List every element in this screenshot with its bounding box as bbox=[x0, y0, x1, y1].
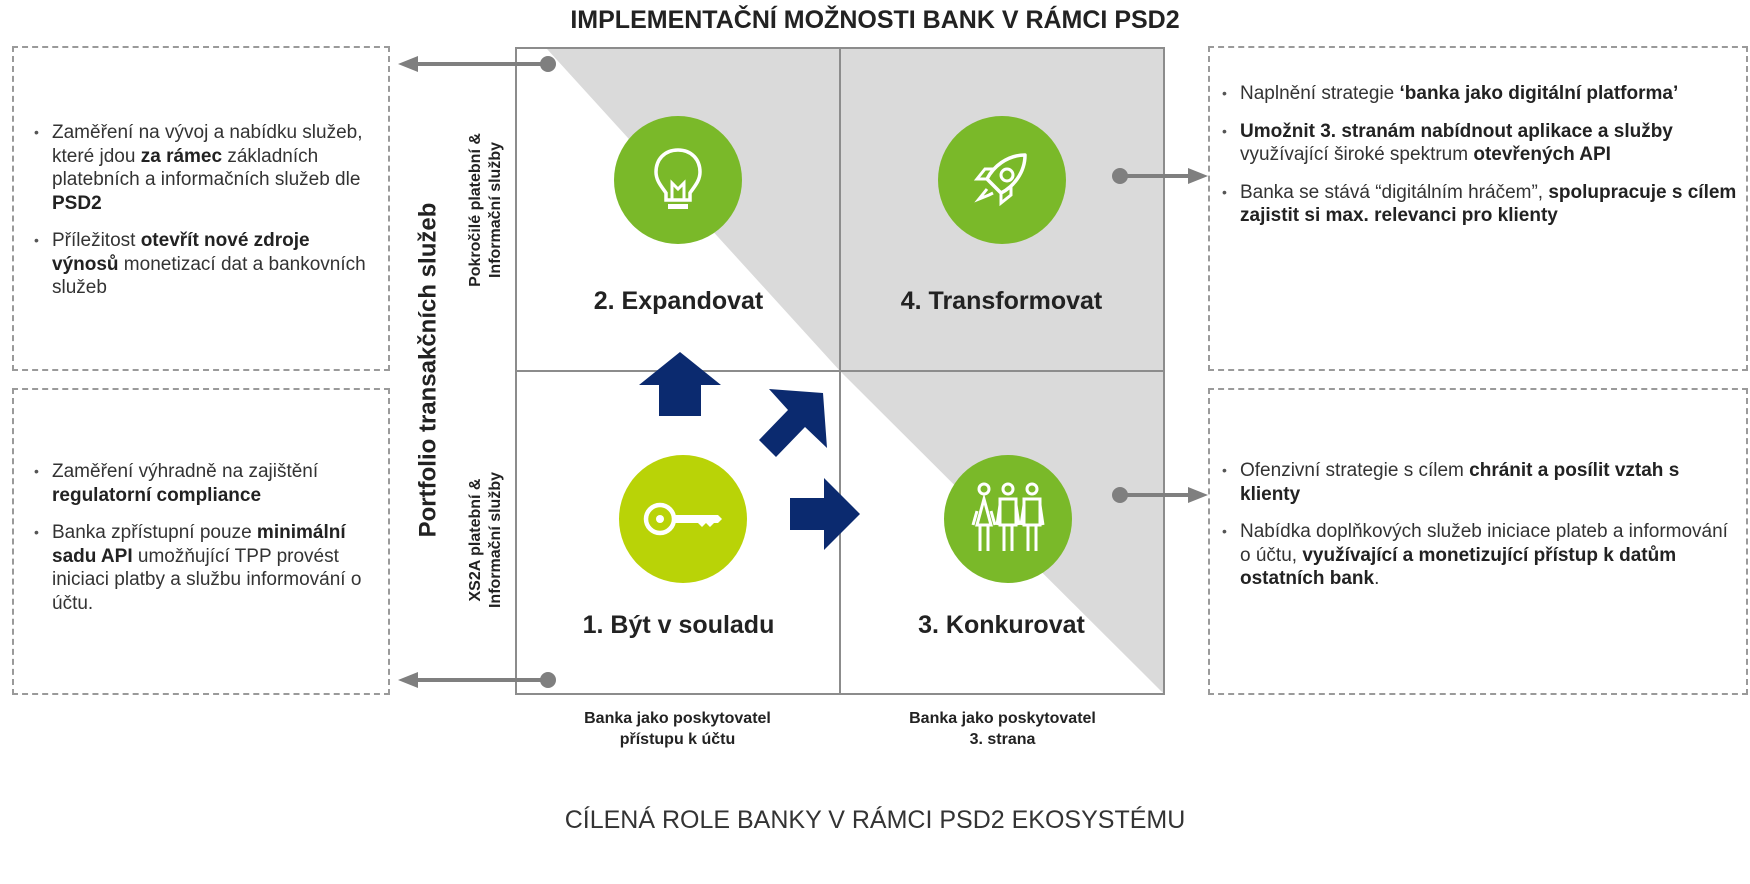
bullet-item: Banka zpřístupní pouze minimální sadu AP… bbox=[30, 521, 372, 615]
bullet-item: Příležitost otevřít nové zdroje výnosů m… bbox=[30, 229, 372, 300]
bottom-right-bullets: Ofenzivní strategie s cílem chránit a po… bbox=[1218, 459, 1738, 591]
grid-svg bbox=[517, 49, 1163, 693]
y-axis-upper-line1: Pokročilé platební & bbox=[467, 133, 484, 287]
arrow-right-svg bbox=[790, 478, 860, 550]
y-axis-upper-line2: Informační služby bbox=[487, 141, 504, 279]
x-axis-right-line2: 3. strana bbox=[969, 731, 1036, 748]
diagram-title: IMPLEMENTAČNÍ MOŽNOSTI BANK V RÁMCI PSD2 bbox=[570, 6, 1180, 34]
people-icon bbox=[944, 455, 1072, 583]
x-axis-left-line1: Banka jako poskytovatel bbox=[584, 710, 771, 727]
x-axis-title: CÍLENÁ ROLE BANKY V RÁMCI PSD2 EKOSYSTÉM… bbox=[564, 806, 1186, 834]
connector-top-right bbox=[1112, 168, 1208, 184]
q3-label: 3. Konkurovat bbox=[918, 611, 1085, 639]
connector-bottom-right bbox=[1112, 487, 1208, 503]
bullet-item: Umožnit 3. stranám nabídnout aplikace a … bbox=[1218, 120, 1738, 167]
rocket-icon bbox=[938, 116, 1066, 244]
x-axis-left-line2: přístupu k účtu bbox=[619, 731, 736, 748]
quadrant-grid: 2. Expandovat 4. Transformovat 1. Být v … bbox=[515, 47, 1165, 695]
top-left-box: Zaměření na vývoj a nabídku služeb, kter… bbox=[12, 46, 390, 371]
connector-top-left bbox=[398, 56, 556, 72]
x-axis-right-line1: Banka jako poskytovatel bbox=[909, 710, 1096, 727]
bullet-item: Banka se stává “digitálním hráčem”, spol… bbox=[1218, 181, 1738, 228]
top-right-bullets: Naplnění strategie ‘banka jako digitální… bbox=[1218, 82, 1738, 228]
y-axis-upper-label: Pokročilé platební & Informační služby bbox=[466, 133, 506, 287]
lightbulb-icon bbox=[614, 116, 742, 244]
top-left-bullets: Zaměření na vývoj a nabídku služeb, kter… bbox=[30, 121, 372, 300]
bottom-left-bullets: Zaměření výhradně na zajištění regulator… bbox=[30, 460, 372, 615]
q1-label: 1. Být v souladu bbox=[582, 611, 775, 639]
y-axis-title: Portfolio transakčních služeb bbox=[414, 202, 442, 538]
arrow-right-shape bbox=[790, 478, 860, 550]
bullet-item: Zaměření na vývoj a nabídku služeb, kter… bbox=[30, 121, 372, 215]
bullet-item: Nabídka doplňkových služeb iniciace plat… bbox=[1218, 520, 1738, 591]
connector-bottom-left bbox=[398, 672, 556, 688]
y-axis-lower-line1: XS2A platební & bbox=[467, 478, 484, 602]
x-axis-right-label: Banka jako poskytovatel 3. strana bbox=[840, 708, 1165, 750]
q4-label: 4. Transformovat bbox=[900, 287, 1103, 315]
bullet-item: Zaměření výhradně na zajištění regulator… bbox=[30, 460, 372, 507]
y-axis-lower-line2: Informační služby bbox=[487, 471, 504, 609]
y-axis-lower-label: XS2A platební & Informační služby bbox=[466, 472, 506, 608]
key-icon bbox=[619, 455, 747, 583]
bottom-right-box: Ofenzivní strategie s cílem chránit a po… bbox=[1208, 388, 1748, 695]
arrow-up bbox=[639, 352, 721, 416]
bullet-item: Naplnění strategie ‘banka jako digitální… bbox=[1218, 82, 1738, 106]
top-right-box: Naplnění strategie ‘banka jako digitální… bbox=[1208, 46, 1748, 371]
x-axis-left-label: Banka jako poskytovatel přístupu k účtu bbox=[515, 708, 840, 750]
bottom-left-box: Zaměření výhradně na zajištění regulator… bbox=[12, 388, 390, 695]
arrow-diagonal bbox=[759, 389, 827, 457]
bullet-item: Ofenzivní strategie s cílem chránit a po… bbox=[1218, 459, 1738, 506]
q2-label: 2. Expandovat bbox=[593, 287, 764, 315]
